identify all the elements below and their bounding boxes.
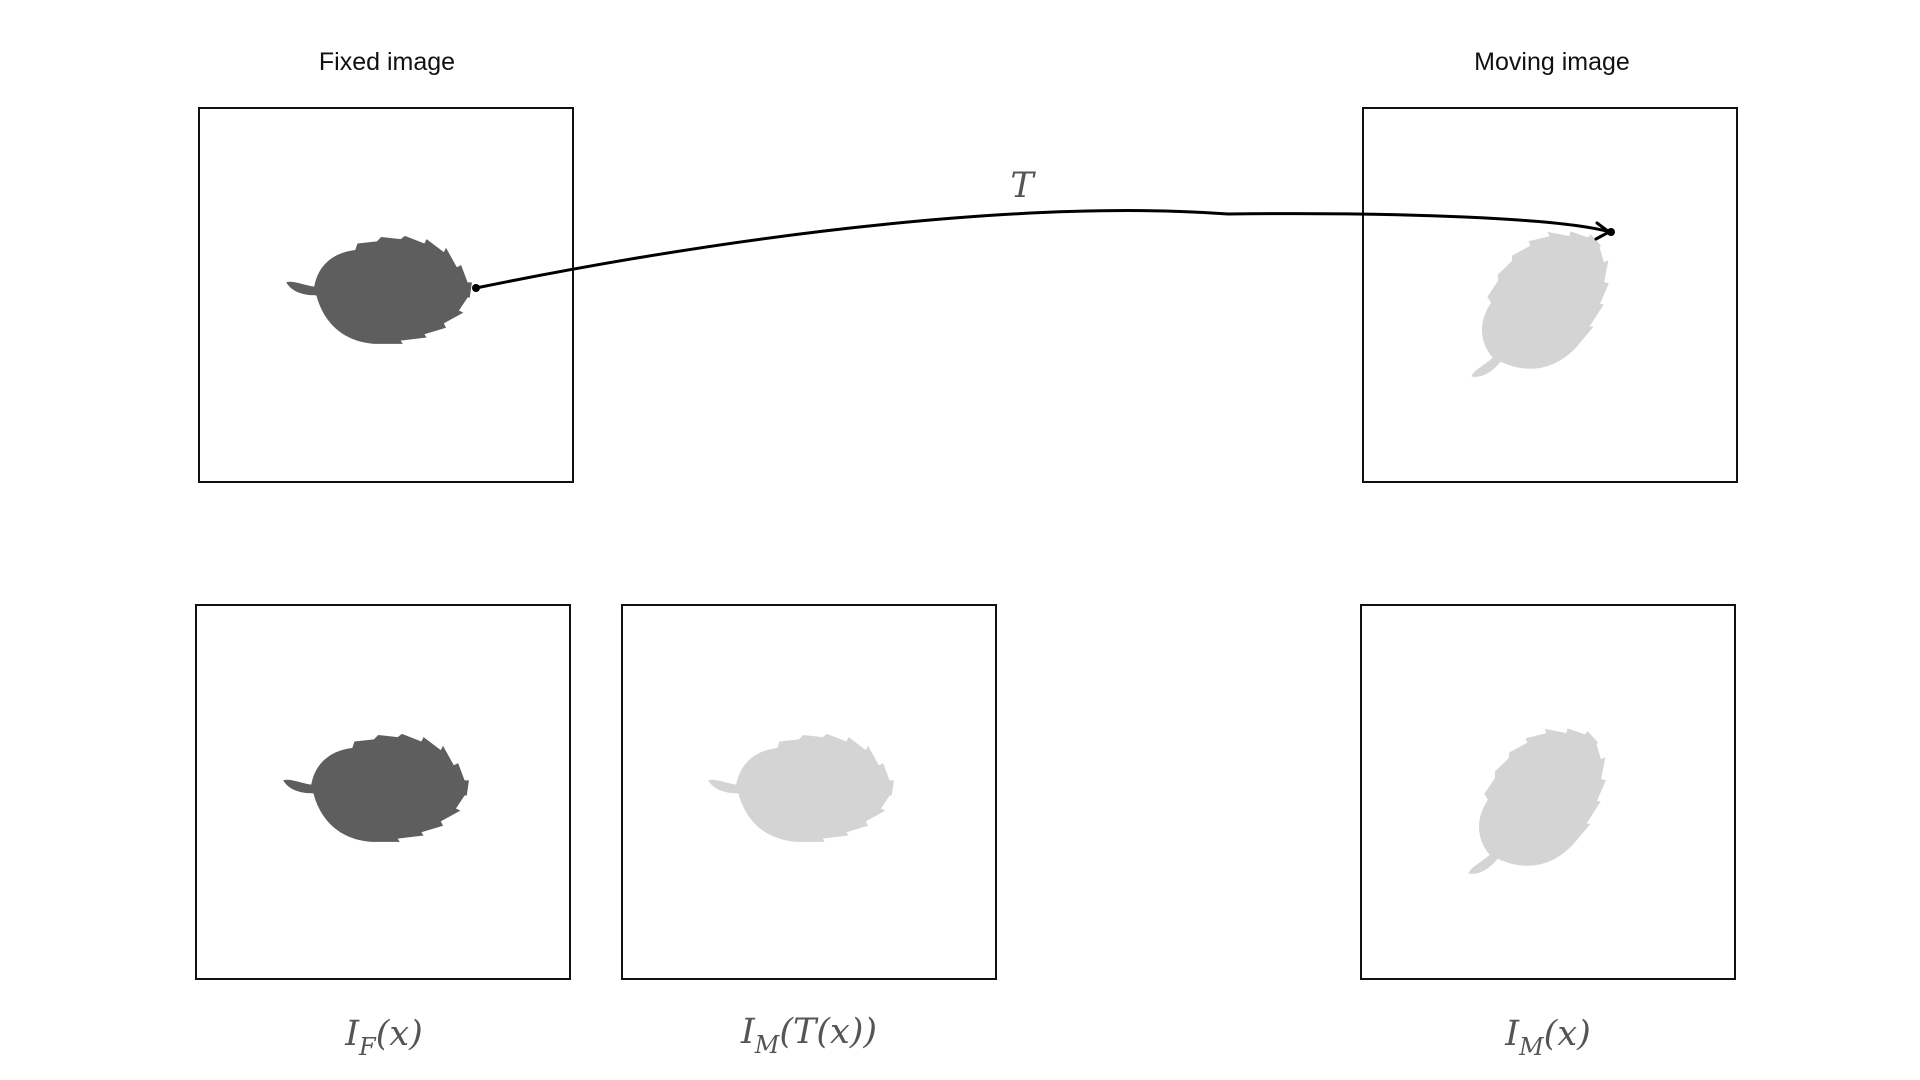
fixed-image-header: Fixed image <box>319 48 455 76</box>
formula-argument: (x) <box>1544 1014 1591 1054</box>
transform-arrow <box>475 209 1611 290</box>
formula-base: I <box>1504 1014 1520 1054</box>
transform-label: T <box>1010 166 1036 206</box>
formula-argument: (x) <box>376 1014 423 1054</box>
formula-base: I <box>344 1014 360 1054</box>
moving-image-formula: IM(x) <box>1504 1014 1590 1061</box>
moving-image-header: Moving image <box>1474 48 1630 76</box>
formula-subscript: M <box>1518 1033 1545 1061</box>
source-point-marker <box>472 284 480 292</box>
target-point-marker <box>1607 228 1615 236</box>
warped-image-formula: IM(T(x)) <box>740 1012 877 1059</box>
formula-base: I <box>740 1012 756 1052</box>
fixed-image-formula: IF(x) <box>344 1014 423 1061</box>
formula-subscript: M <box>754 1031 781 1059</box>
formula-subscript: F <box>358 1033 377 1061</box>
formula-argument: (T(x)) <box>779 1012 877 1052</box>
